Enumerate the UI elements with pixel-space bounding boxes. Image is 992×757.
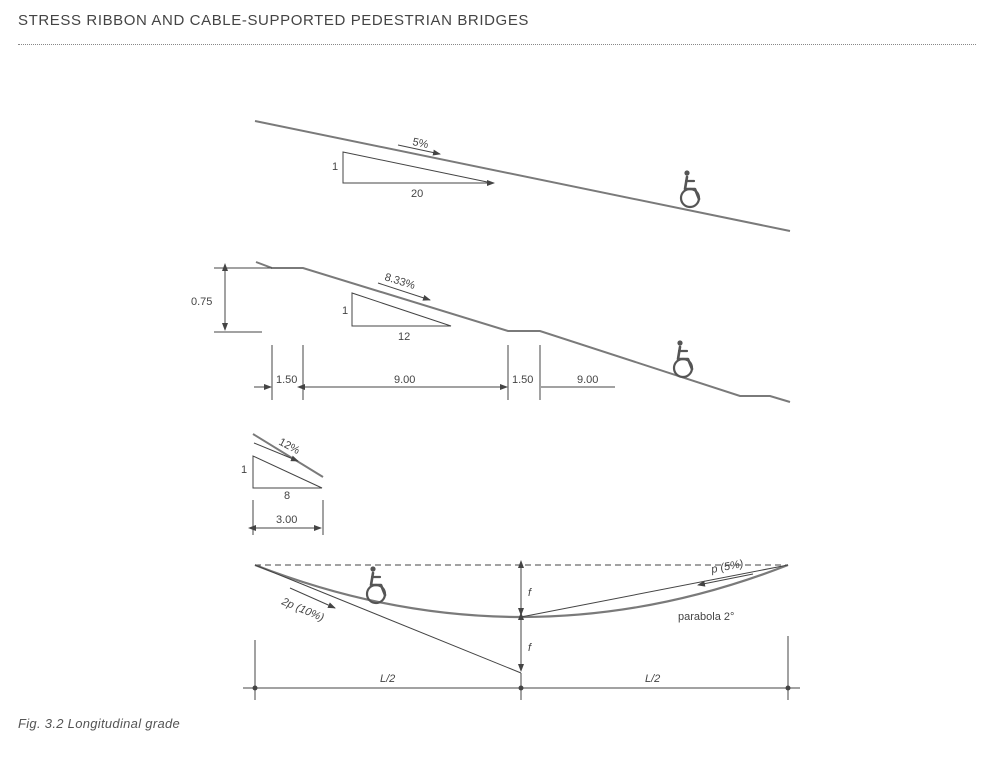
left-end-tangent [254, 564, 522, 674]
run-label-5-percent: 20 [411, 188, 423, 200]
slope-label-right: p (5%) [709, 558, 744, 576]
span-node-left [252, 685, 258, 691]
wheelchair-icon [672, 339, 694, 379]
sag-label-upper: f [528, 587, 532, 599]
deck-line-12-percent [252, 433, 324, 478]
run-label-12-percent: 8 [284, 490, 290, 502]
length-label: 3.00 [276, 514, 297, 526]
dim-label-landing-1: 1.50 [276, 374, 297, 386]
slope-label-8-33-percent: 8.33% [383, 271, 417, 292]
dim-label-ramp-1: 9.00 [394, 374, 415, 386]
span-node-right [785, 685, 791, 691]
panel-ramp-5-percent: 5% 1 20 [254, 120, 791, 232]
span-node-mid [518, 685, 524, 691]
rise-label-12-percent: 1 [241, 464, 247, 476]
slope-label-5-percent: 5% [411, 136, 429, 151]
slope-arrow-right [697, 573, 754, 587]
slope-arrow-12-percent [253, 442, 299, 462]
slope-arrow-left [289, 587, 336, 609]
half-span-label-left: L/2 [380, 673, 395, 685]
run-label-8-33-percent: 12 [398, 331, 410, 343]
deck-line-5-percent [254, 120, 791, 232]
slope-triangle-5-percent [342, 151, 493, 184]
slope-label-left: 2p (10%) [279, 595, 326, 624]
panel-ramp-8-33-percent: 8.33% 1 12 0.75 1.50 9.00 1.50 9.00 [191, 261, 791, 403]
curve-label: parabola 2° [678, 611, 734, 623]
deck-line-8-33-percent [255, 261, 791, 403]
dim-label-landing-2: 1.50 [512, 374, 533, 386]
dim-label-ramp-2: 9.00 [577, 374, 598, 386]
right-end-tangent [520, 564, 789, 618]
panel-ramp-12-percent: 12% 1 8 3.00 [241, 433, 324, 535]
height-label: 0.75 [191, 296, 212, 308]
slope-triangle-8-33-percent [351, 292, 452, 327]
half-span-label-right: L/2 [645, 673, 660, 685]
slope-arrow-8-33-percent [377, 282, 431, 301]
panel-parabolic-deck: p (5%) 2p (10%) f f parabola 2° L/2 L/2 [243, 558, 800, 700]
rise-label-8-33-percent: 1 [342, 305, 348, 317]
header-rule [18, 44, 976, 45]
rise-label-5-percent: 1 [332, 161, 338, 173]
running-head: STRESS RIBBON AND CABLE-SUPPORTED PEDEST… [18, 12, 530, 29]
wheelchair-icon [679, 169, 701, 209]
sag-label-lower: f [528, 642, 532, 654]
wheelchair-icon [365, 565, 387, 605]
slope-triangle-12-percent [252, 455, 323, 489]
slope-arrow-5-percent [397, 144, 441, 156]
figure-caption: Fig. 3.2 Longitudinal grade [18, 716, 181, 731]
